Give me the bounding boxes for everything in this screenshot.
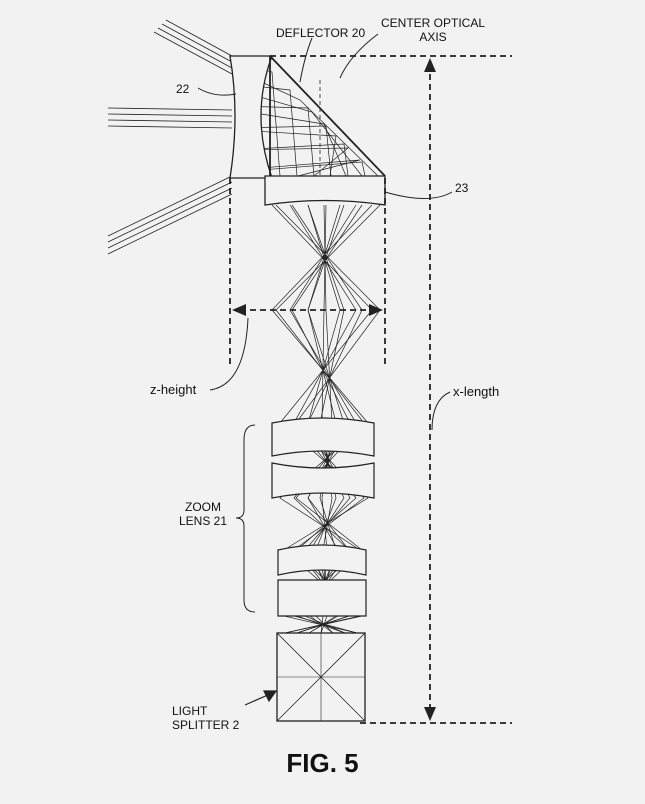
light-splitter-label: LIGHT SPLITTER 2	[172, 704, 239, 732]
splitter-label-line1: LIGHT	[172, 704, 208, 718]
figure-caption: FIG. 5	[286, 748, 359, 778]
ref-22-label: 22	[176, 82, 190, 96]
dimension-arrowheads	[232, 58, 436, 721]
lens-22	[229, 55, 273, 179]
axis-label-line1: CENTER OPTICAL	[380, 16, 485, 30]
zoom-lens-elements	[271, 417, 375, 617]
light-splitter-2	[276, 632, 366, 722]
lens-23	[264, 175, 386, 206]
zoom-label-line2: LENS 21	[178, 514, 228, 528]
x-length-label: x-length	[453, 384, 500, 399]
dimension-lines	[229, 55, 512, 724]
ref-23-label: 23	[455, 181, 469, 195]
leader-lines	[197, 33, 453, 613]
center-optical-axis-label: CENTER OPTICAL AXIS	[378, 16, 488, 44]
deflector-label: DEFLECTOR 20	[276, 26, 366, 40]
input-ray-bundles	[107, 19, 233, 255]
splitter-arrow	[244, 690, 278, 706]
axis-label-line2: AXIS	[419, 30, 447, 44]
zoom-label-line1: ZOOM	[185, 500, 221, 514]
splitter-label-line2: SPLITTER 2	[172, 718, 240, 732]
deflector-20	[269, 55, 386, 177]
z-height-label: z-height	[150, 382, 197, 397]
zoom-lens-label: ZOOM LENS 21	[170, 500, 236, 528]
